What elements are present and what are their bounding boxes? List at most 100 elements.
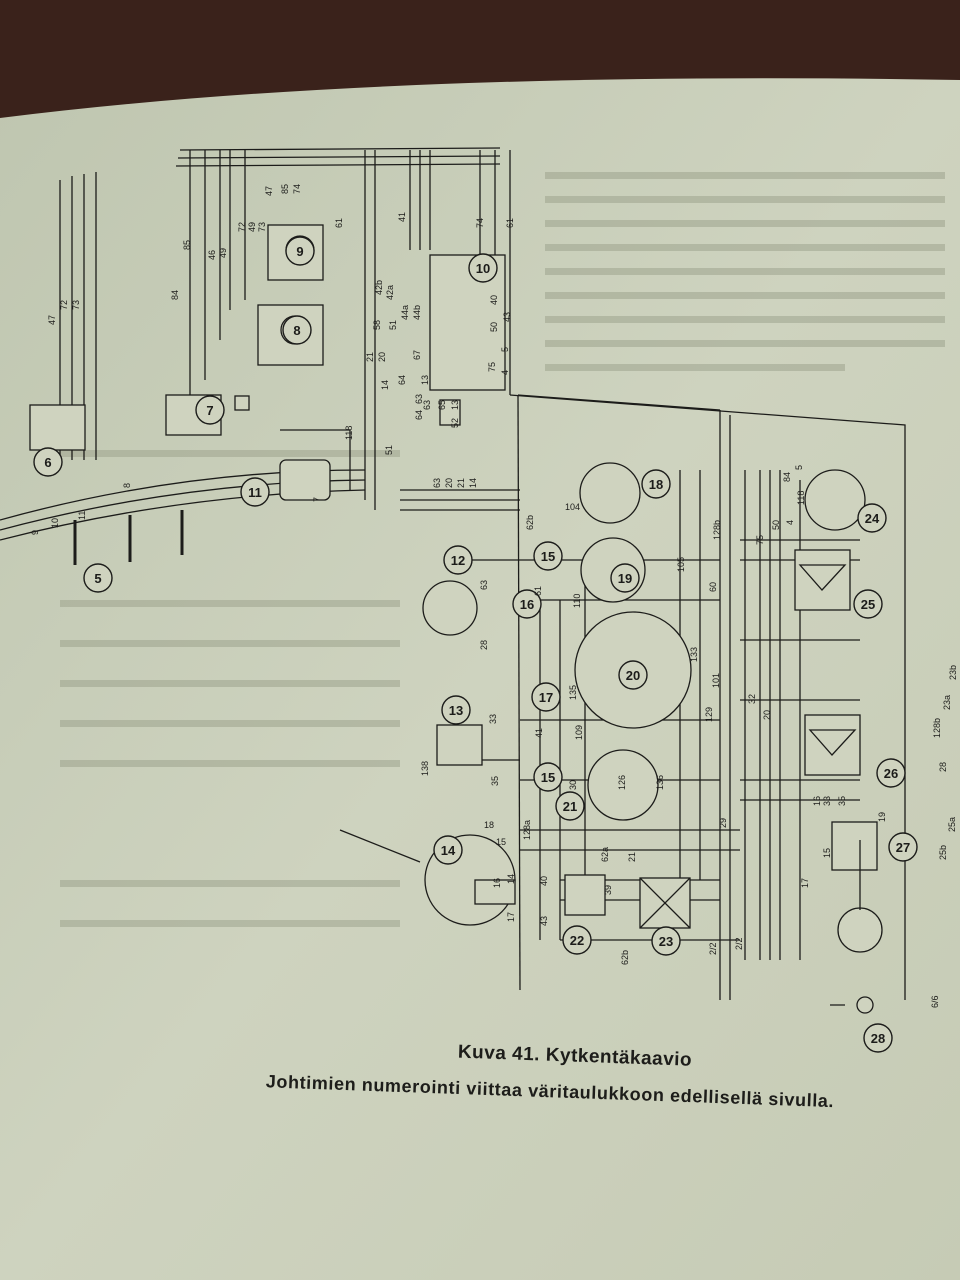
svg-text:8: 8 (293, 323, 300, 338)
component-15-upper: 15 (533, 541, 563, 571)
svg-text:62b: 62b (525, 515, 535, 530)
bleed-through-text (60, 172, 945, 927)
svg-text:85: 85 (182, 240, 192, 250)
svg-text:10: 10 (476, 261, 490, 276)
component-28: 28 (863, 1023, 893, 1053)
svg-text:63: 63 (479, 580, 489, 590)
svg-text:20: 20 (762, 710, 772, 720)
svg-text:21: 21 (456, 478, 466, 488)
svg-text:39: 39 (603, 885, 613, 895)
svg-text:35: 35 (490, 776, 500, 786)
component-26: 26 (876, 758, 906, 788)
svg-text:12: 12 (451, 553, 465, 568)
svg-text:52: 52 (450, 418, 460, 428)
svg-text:18: 18 (484, 820, 494, 830)
component-7: 7 (195, 395, 225, 425)
svg-text:22: 22 (570, 933, 584, 948)
svg-text:7: 7 (206, 403, 213, 418)
svg-text:4: 4 (500, 370, 510, 375)
component-17: 17 (531, 682, 561, 712)
svg-text:43: 43 (502, 312, 512, 322)
svg-text:128a: 128a (522, 820, 532, 840)
component-22: 22 (562, 925, 592, 955)
svg-text:19: 19 (877, 812, 887, 822)
svg-text:135: 135 (568, 685, 578, 700)
component-6: 6 (33, 447, 63, 477)
component-27: 27 (888, 832, 918, 862)
svg-text:13: 13 (450, 400, 460, 410)
component-25: 25 (853, 589, 883, 619)
svg-text:136: 136 (655, 775, 665, 790)
svg-text:14: 14 (441, 843, 456, 858)
svg-text:40: 40 (539, 876, 549, 886)
svg-text:10: 10 (50, 518, 60, 528)
svg-text:72: 72 (59, 300, 69, 310)
svg-text:2/2: 2/2 (708, 942, 718, 955)
svg-text:17: 17 (539, 690, 553, 705)
svg-text:61: 61 (505, 218, 515, 228)
svg-text:6: 6 (44, 455, 51, 470)
svg-text:20: 20 (444, 478, 454, 488)
component-10: 10 (468, 253, 498, 283)
component-8: 8 (282, 315, 312, 345)
svg-text:51: 51 (384, 445, 394, 455)
svg-text:5: 5 (794, 465, 804, 470)
svg-text:133: 133 (689, 647, 699, 662)
component-15-lower: 15 (533, 762, 563, 792)
svg-text:61: 61 (334, 218, 344, 228)
svg-text:42b: 42b (374, 280, 384, 295)
svg-text:9: 9 (296, 244, 303, 259)
svg-text:63: 63 (432, 478, 442, 488)
svg-text:5: 5 (94, 571, 101, 586)
svg-text:9: 9 (30, 530, 40, 535)
svg-text:104: 104 (565, 502, 580, 512)
svg-text:43: 43 (539, 916, 549, 926)
component-5: 5 (83, 563, 113, 593)
svg-text:49: 49 (247, 222, 257, 232)
svg-text:23b: 23b (948, 665, 958, 680)
svg-text:50: 50 (489, 322, 499, 332)
svg-text:41: 41 (397, 212, 407, 222)
svg-text:4: 4 (785, 520, 795, 525)
component-14: 14 (433, 835, 463, 865)
svg-text:64: 64 (397, 375, 407, 385)
svg-text:44a: 44a (400, 305, 410, 320)
svg-text:17: 17 (506, 912, 516, 922)
component-11: 11 (240, 477, 270, 507)
svg-text:84: 84 (170, 290, 180, 300)
svg-text:64: 64 (414, 410, 424, 420)
svg-text:128b: 128b (932, 718, 942, 738)
component-16: 16 (512, 589, 542, 619)
svg-text:101: 101 (711, 673, 721, 688)
svg-text:14: 14 (380, 380, 390, 390)
svg-text:6/6: 6/6 (930, 995, 940, 1008)
svg-text:75: 75 (755, 535, 765, 545)
component-20: 20 (618, 660, 648, 690)
svg-text:5: 5 (500, 347, 510, 352)
svg-text:126: 126 (617, 775, 627, 790)
svg-text:16: 16 (520, 597, 534, 612)
svg-text:129: 129 (704, 707, 714, 722)
svg-text:23: 23 (659, 934, 673, 949)
svg-text:23a: 23a (942, 695, 952, 710)
svg-text:110: 110 (572, 594, 582, 608)
svg-text:51: 51 (388, 320, 398, 330)
svg-text:84: 84 (782, 472, 792, 482)
svg-text:21: 21 (563, 799, 577, 814)
svg-text:8: 8 (122, 483, 132, 488)
svg-text:105: 105 (676, 557, 686, 572)
svg-text:61: 61 (533, 586, 543, 596)
svg-text:73: 73 (71, 300, 81, 310)
svg-text:35: 35 (837, 796, 847, 806)
svg-text:20: 20 (377, 352, 387, 362)
svg-text:128b: 128b (712, 520, 722, 540)
svg-text:62b: 62b (620, 950, 630, 965)
svg-text:15: 15 (822, 848, 832, 858)
svg-text:26: 26 (884, 766, 898, 781)
svg-text:118: 118 (344, 426, 354, 440)
svg-text:138: 138 (420, 761, 430, 776)
svg-text:32: 32 (747, 694, 757, 704)
svg-text:21: 21 (627, 852, 637, 862)
svg-text:74: 74 (292, 184, 302, 194)
svg-text:47: 47 (264, 186, 274, 196)
